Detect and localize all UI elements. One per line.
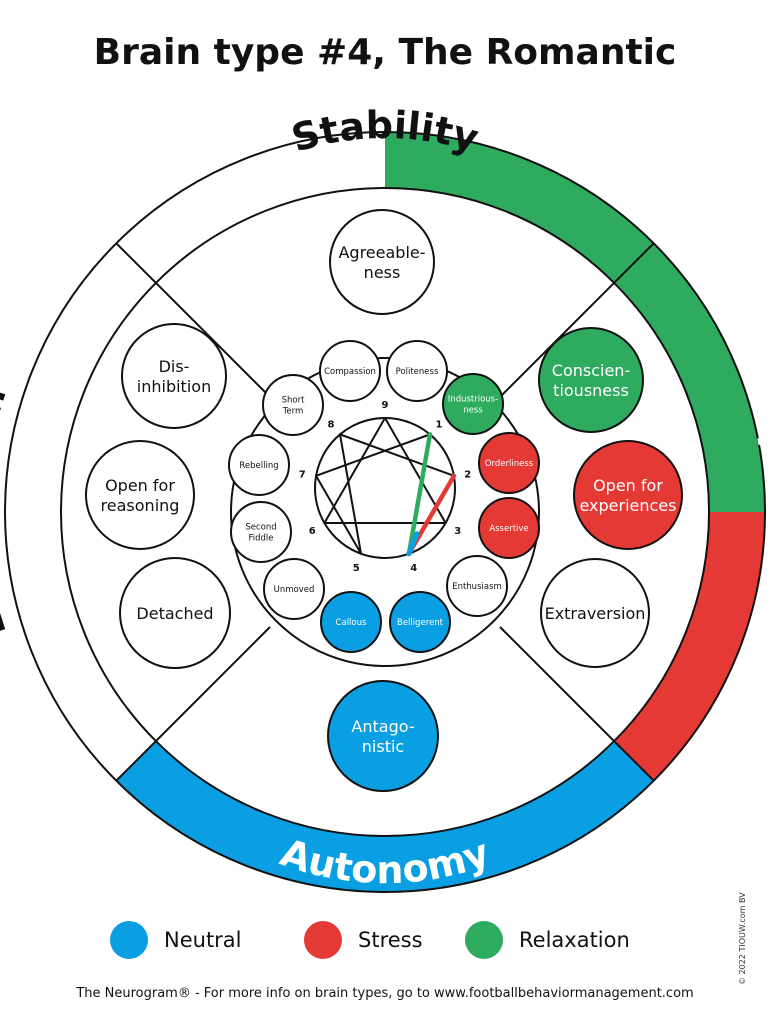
- outer-ring-segments: [116, 132, 765, 892]
- facet-label: Industrious-: [448, 395, 498, 405]
- facet-label: Second: [245, 523, 276, 533]
- enneagram-hexad-edge: [315, 474, 363, 555]
- legend-neutral: Neutral: [110, 920, 242, 960]
- facet-compassion: Compassion: [319, 340, 381, 402]
- facet-callous: Callous: [320, 591, 382, 653]
- enneagram-number-3: 3: [454, 526, 461, 537]
- enneagram-circle: [314, 417, 456, 559]
- trait-label: nistic: [362, 737, 404, 756]
- segment-neutral: [116, 741, 654, 892]
- ring-label-exploration: Exploration: [0, 381, 15, 643]
- segment-stress: [614, 512, 765, 781]
- enneagram-number-6: 6: [309, 526, 316, 537]
- trait-label: ness: [364, 263, 401, 282]
- trait-conscientiousness: Conscien-tiousness: [538, 327, 644, 433]
- outer-ring-edge: [4, 131, 766, 893]
- trait-extraversion: Extraversion: [540, 558, 650, 668]
- facet-enthusiasm: Enthusiasm: [446, 555, 508, 617]
- enneagram-path-neutral: [406, 531, 420, 557]
- segment-relaxation: [385, 132, 765, 512]
- trait-label: inhibition: [137, 377, 211, 396]
- facet-assertive: Assertive: [478, 497, 540, 559]
- trait-label: experiences: [579, 496, 676, 515]
- enneagram-hexad-edge: [339, 433, 455, 477]
- facet-rebelling: Rebelling: [228, 434, 290, 496]
- facet-label: Enthusiasm: [452, 582, 502, 592]
- facet-label: Belligerent: [397, 618, 444, 628]
- enneagram-number-5: 5: [353, 563, 360, 574]
- trait-label: reasoning: [101, 496, 180, 515]
- facet-politeness: Politeness: [386, 340, 448, 402]
- trait-detached: Detached: [119, 557, 231, 669]
- trait-label: Antago-: [351, 717, 414, 736]
- trait-label: Conscien-: [552, 361, 630, 380]
- legend-relaxation: Relaxation: [465, 920, 630, 960]
- facet-label: Politeness: [396, 367, 439, 377]
- trait-label: tiousness: [553, 381, 629, 400]
- trait-label: Detached: [136, 604, 213, 623]
- page-title: Brain type #4, The Romantic: [93, 32, 677, 73]
- legend-dot-stress: [304, 921, 342, 959]
- facet-label: Compassion: [324, 367, 376, 377]
- facet-label: Rebelling: [239, 461, 278, 471]
- trait-disinhibition: Dis-inhibition: [121, 323, 227, 429]
- enneagram-number-2: 2: [464, 469, 471, 480]
- trait-label: Open for: [105, 476, 175, 495]
- enneagram-number-8: 8: [328, 420, 335, 431]
- copyright-text: © 2022 TIOUW.com BV: [738, 892, 747, 985]
- facet-label: Term: [282, 407, 304, 417]
- legend-label-neutral: Neutral: [164, 928, 242, 952]
- enneagram-path-relaxation: [406, 432, 433, 557]
- facet-label: Fiddle: [248, 534, 273, 544]
- legend-dot-neutral: [110, 921, 148, 959]
- facet-belligerent: Belligerent: [389, 591, 451, 653]
- enneagram-hexad-edge: [315, 433, 431, 477]
- facet-label: Orderliness: [485, 459, 534, 469]
- trait-label: Agreeable-: [338, 243, 425, 262]
- facet-industriousness: Industrious-ness: [442, 373, 504, 435]
- quadrant-dividers: [115, 242, 655, 782]
- trait-label: Extraversion: [545, 604, 646, 623]
- legend-dot-relaxation: [465, 921, 503, 959]
- enneagram-triangle-edge: [323, 417, 386, 524]
- legend-label-relaxation: Relaxation: [519, 928, 630, 952]
- legend-stress: Stress: [304, 920, 423, 960]
- enneagram-number-7: 7: [299, 469, 306, 480]
- trait-label: Dis-: [159, 357, 190, 376]
- facet-label: Short: [282, 396, 305, 406]
- trait-antagonistic: Antago-nistic: [327, 680, 439, 792]
- facet-label: Assertive: [489, 524, 528, 534]
- facet-unmoved: Unmoved: [263, 558, 325, 620]
- facet-label: ness: [463, 406, 483, 416]
- footer-text: The Neurogram® - For more info on brain …: [76, 986, 694, 1001]
- facet-label: Unmoved: [274, 585, 315, 595]
- trait-agreeableness: Agreeable-ness: [329, 209, 435, 315]
- enneagram-number-1: 1: [436, 420, 443, 431]
- trait-label: Open for: [593, 476, 663, 495]
- enneagram-number-9: 9: [382, 400, 389, 411]
- facet-label: Callous: [336, 618, 367, 628]
- facet-orderliness: Orderliness: [478, 432, 540, 494]
- enneagram-hexad-edge: [339, 433, 363, 555]
- legend-label-stress: Stress: [358, 928, 423, 952]
- enneagram: 1 2 3 4 5 6 7 8 9: [299, 400, 471, 574]
- enneagram-number-4: 4: [410, 563, 417, 574]
